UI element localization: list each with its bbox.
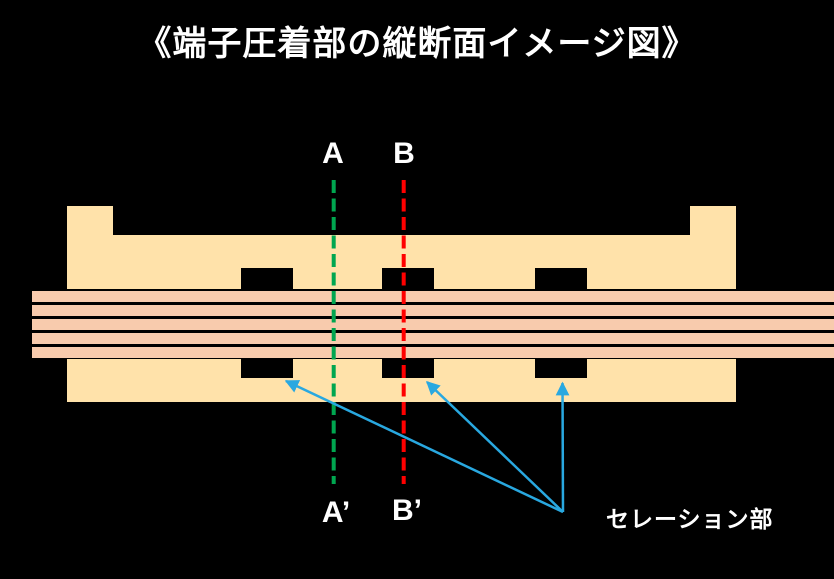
wire-strand-4	[32, 333, 834, 344]
wire-strand-3	[32, 319, 834, 330]
section-label-b-top: B	[393, 137, 415, 170]
serration-notch-bottom-2	[382, 359, 434, 378]
section-label-b-bottom: B’	[392, 494, 422, 527]
serration-arrow-3	[555, 381, 570, 513]
section-label-a-bottom: A’	[321, 496, 351, 529]
serration-arrow-1	[284, 379, 564, 514]
serration-notch-top-1	[241, 268, 293, 289]
wire-strand-2	[32, 305, 834, 316]
wire-strand-5	[32, 347, 834, 358]
serration-arrow-2	[426, 381, 564, 513]
diagram-title: 《端子圧着部の縦断面イメージ図》	[137, 25, 697, 63]
serration-label: セレーション部	[606, 506, 774, 532]
serration-notch-bottom-1	[241, 359, 293, 378]
serration-notch-top-3	[535, 268, 587, 289]
wire-strand-1	[32, 291, 834, 302]
serration-notch-top-2	[382, 268, 434, 289]
serration-notch-bottom-3	[535, 359, 587, 378]
section-label-a-top: A	[322, 137, 344, 170]
